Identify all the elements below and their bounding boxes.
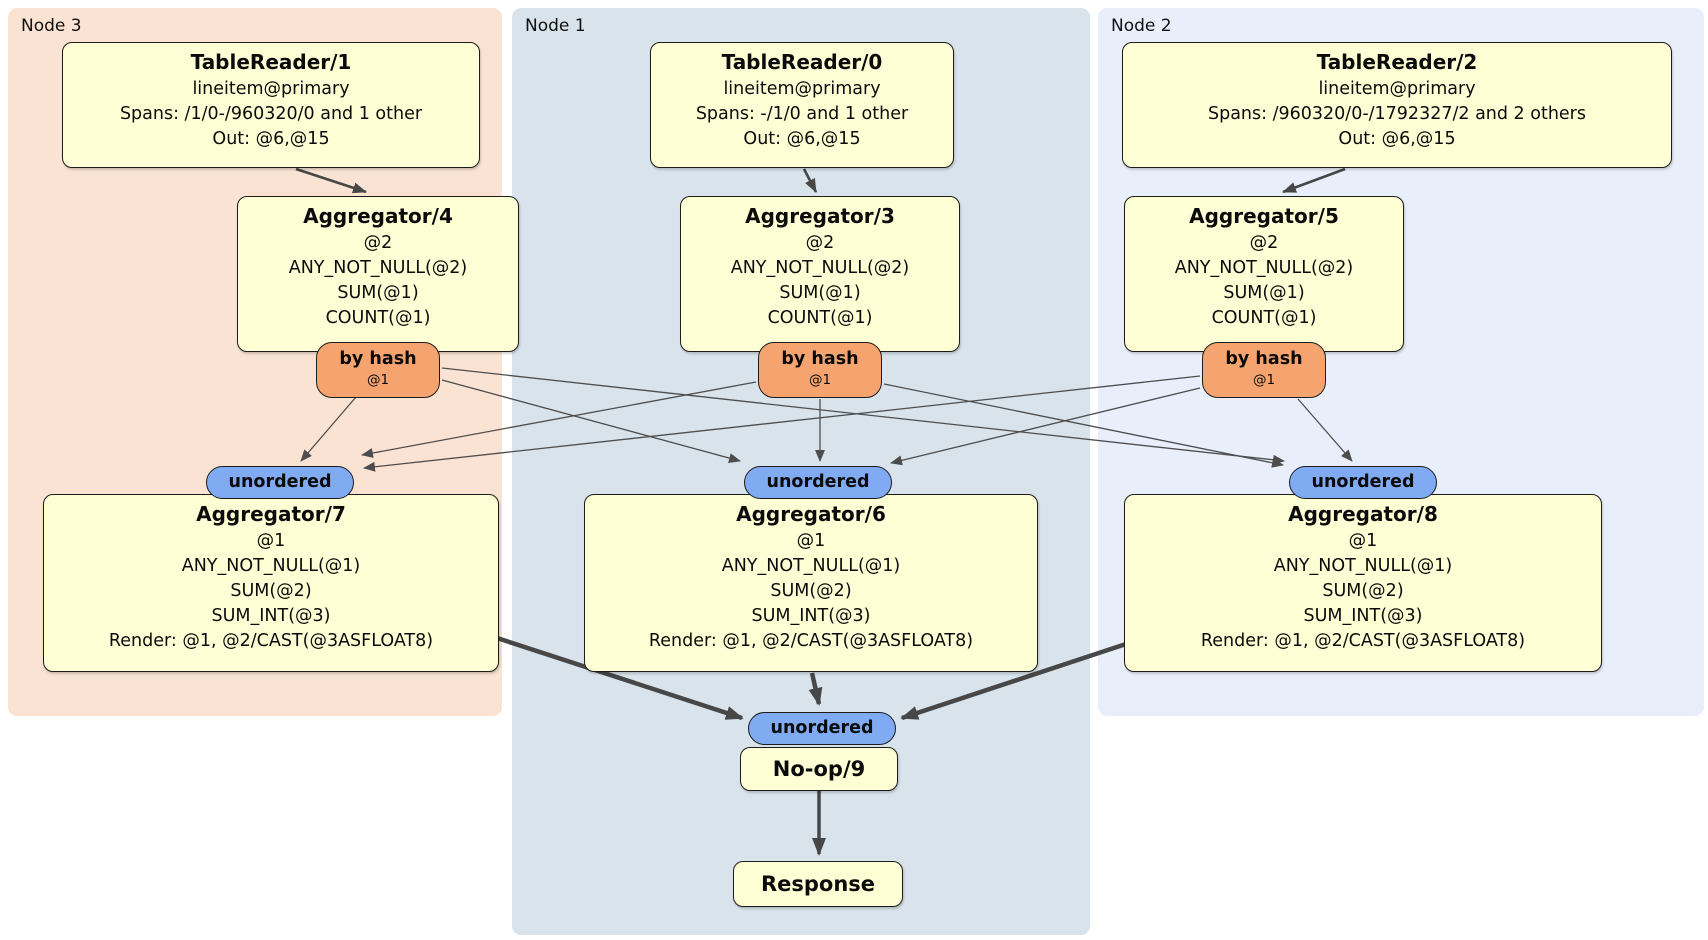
processor-detail: SUM(@1) bbox=[1223, 283, 1305, 303]
processor-tablereader-2: TableReader/2 lineitem@primary Spans: /9… bbox=[1122, 42, 1672, 168]
edge-router2-sync-right bbox=[1297, 398, 1353, 462]
processor-detail: @1 bbox=[796, 531, 826, 551]
sync-unordered-node1: unordered bbox=[744, 466, 892, 499]
processor-detail: SUM_INT(@3) bbox=[751, 606, 871, 626]
node3-group-label: Node 3 bbox=[21, 16, 82, 36]
processor-title: TableReader/1 bbox=[190, 50, 352, 74]
router-label: by hash bbox=[781, 349, 859, 369]
processor-detail: Spans: /1/0-/960320/0 and 1 other bbox=[119, 104, 423, 124]
processor-detail: @1 bbox=[256, 531, 286, 551]
processor-detail: COUNT(@1) bbox=[767, 308, 873, 328]
sync-unordered-node2: unordered bbox=[1289, 466, 1437, 499]
processor-aggregator-7: Aggregator/7 @1 ANY_NOT_NULL(@1) SUM(@2)… bbox=[43, 494, 499, 672]
processor-detail: SUM(@2) bbox=[230, 581, 312, 601]
processor-detail: SUM(@1) bbox=[779, 283, 861, 303]
processor-detail: SUM(@1) bbox=[337, 283, 419, 303]
processor-detail: ANY_NOT_NULL(@1) bbox=[721, 556, 901, 576]
router-label: by hash bbox=[339, 349, 417, 369]
edge-router1-sync-right bbox=[883, 383, 1284, 468]
processor-detail: Out: @6,@15 bbox=[743, 129, 861, 149]
router-label: by hash bbox=[1225, 349, 1303, 369]
processor-detail: Render: @1, @2/CAST(@3ASFLOAT8) bbox=[1200, 631, 1526, 651]
processor-detail: lineitem@primary bbox=[192, 79, 350, 99]
processor-title: Aggregator/3 bbox=[745, 204, 895, 228]
processor-title: TableReader/2 bbox=[1316, 50, 1478, 74]
processor-detail: @2 bbox=[805, 233, 835, 253]
processor-noop-9: No-op/9 bbox=[740, 747, 898, 791]
node1-group-label: Node 1 bbox=[525, 16, 586, 36]
processor-detail: ANY_NOT_NULL(@1) bbox=[181, 556, 361, 576]
processor-title: Aggregator/6 bbox=[736, 502, 886, 526]
processor-detail: @2 bbox=[363, 233, 393, 253]
processor-detail: Render: @1, @2/CAST(@3ASFLOAT8) bbox=[648, 631, 974, 651]
processor-detail: ANY_NOT_NULL(@2) bbox=[1174, 258, 1354, 278]
processor-detail: ANY_NOT_NULL(@2) bbox=[288, 258, 468, 278]
router-by-hash-node2: by hash @1 bbox=[1202, 342, 1326, 398]
edge-router2-sync-left bbox=[363, 375, 1201, 472]
edge-router3-sync-mid bbox=[441, 379, 741, 463]
processor-detail: Out: @6,@15 bbox=[212, 129, 330, 149]
processor-detail: @2 bbox=[1249, 233, 1279, 253]
edge-agg7-sync-final bbox=[496, 635, 744, 721]
processor-detail: ANY_NOT_NULL(@1) bbox=[1273, 556, 1453, 576]
edge-agg6-sync-final bbox=[808, 672, 823, 706]
processor-detail: Render: @1, @2/CAST(@3ASFLOAT8) bbox=[108, 631, 434, 651]
processor-detail: Spans: -/1/0 and 1 other bbox=[695, 104, 909, 124]
processor-detail: Spans: /960320/0-/1792327/2 and 2 others bbox=[1207, 104, 1586, 124]
processor-detail: ANY_NOT_NULL(@2) bbox=[730, 258, 910, 278]
router-key: @1 bbox=[1252, 372, 1276, 388]
edge-router3-sync-left bbox=[300, 396, 357, 462]
processor-detail: SUM_INT(@3) bbox=[1303, 606, 1423, 626]
processor-detail: @1 bbox=[1348, 531, 1378, 551]
edge-router2-sync-mid bbox=[890, 387, 1201, 466]
processor-title: Aggregator/4 bbox=[303, 204, 453, 228]
processor-detail: Out: @6,@15 bbox=[1338, 129, 1456, 149]
processor-title: Response bbox=[760, 871, 876, 896]
processor-aggregator-5: Aggregator/5 @2 ANY_NOT_NULL(@2) SUM(@1)… bbox=[1124, 196, 1404, 352]
processor-title: Aggregator/8 bbox=[1288, 502, 1438, 526]
edge-router1-sync-left bbox=[361, 381, 757, 458]
sync-unordered-final: unordered bbox=[748, 712, 896, 745]
processor-detail: lineitem@primary bbox=[1318, 79, 1476, 99]
processor-response: Response bbox=[733, 861, 903, 907]
node2-group-label: Node 2 bbox=[1111, 16, 1172, 36]
processor-aggregator-3: Aggregator/3 @2 ANY_NOT_NULL(@2) SUM(@1)… bbox=[680, 196, 960, 352]
processor-tablereader-1: TableReader/1 lineitem@primary Spans: /1… bbox=[62, 42, 480, 168]
processor-detail: SUM(@2) bbox=[770, 581, 852, 601]
processor-title: Aggregator/7 bbox=[196, 502, 346, 526]
sync-unordered-node3: unordered bbox=[206, 466, 354, 499]
edge-router3-sync-right bbox=[441, 367, 1285, 465]
edge-agg8-sync-final bbox=[900, 641, 1127, 721]
processor-aggregator-4: Aggregator/4 @2 ANY_NOT_NULL(@2) SUM(@1)… bbox=[237, 196, 519, 352]
processor-aggregator-8: Aggregator/8 @1 ANY_NOT_NULL(@1) SUM(@2)… bbox=[1124, 494, 1602, 672]
router-key: @1 bbox=[366, 372, 390, 388]
router-by-hash-node1: by hash @1 bbox=[758, 342, 882, 398]
edge-tr2-agg5 bbox=[1282, 167, 1346, 194]
processor-detail: lineitem@primary bbox=[723, 79, 881, 99]
processor-title: No-op/9 bbox=[772, 756, 866, 781]
router-by-hash-node3: by hash @1 bbox=[316, 342, 440, 398]
processor-detail: SUM_INT(@3) bbox=[211, 606, 331, 626]
processor-detail: COUNT(@1) bbox=[325, 308, 431, 328]
edge-tr1-agg4 bbox=[295, 167, 367, 194]
processor-detail: COUNT(@1) bbox=[1211, 308, 1317, 328]
processor-title: TableReader/0 bbox=[721, 50, 883, 74]
edge-tr0-agg3 bbox=[802, 168, 818, 193]
processor-detail: SUM(@2) bbox=[1322, 581, 1404, 601]
processor-aggregator-6: Aggregator/6 @1 ANY_NOT_NULL(@1) SUM(@2)… bbox=[584, 494, 1038, 672]
router-key: @1 bbox=[808, 372, 832, 388]
processor-title: Aggregator/5 bbox=[1189, 204, 1339, 228]
processor-tablereader-0: TableReader/0 lineitem@primary Spans: -/… bbox=[650, 42, 954, 168]
